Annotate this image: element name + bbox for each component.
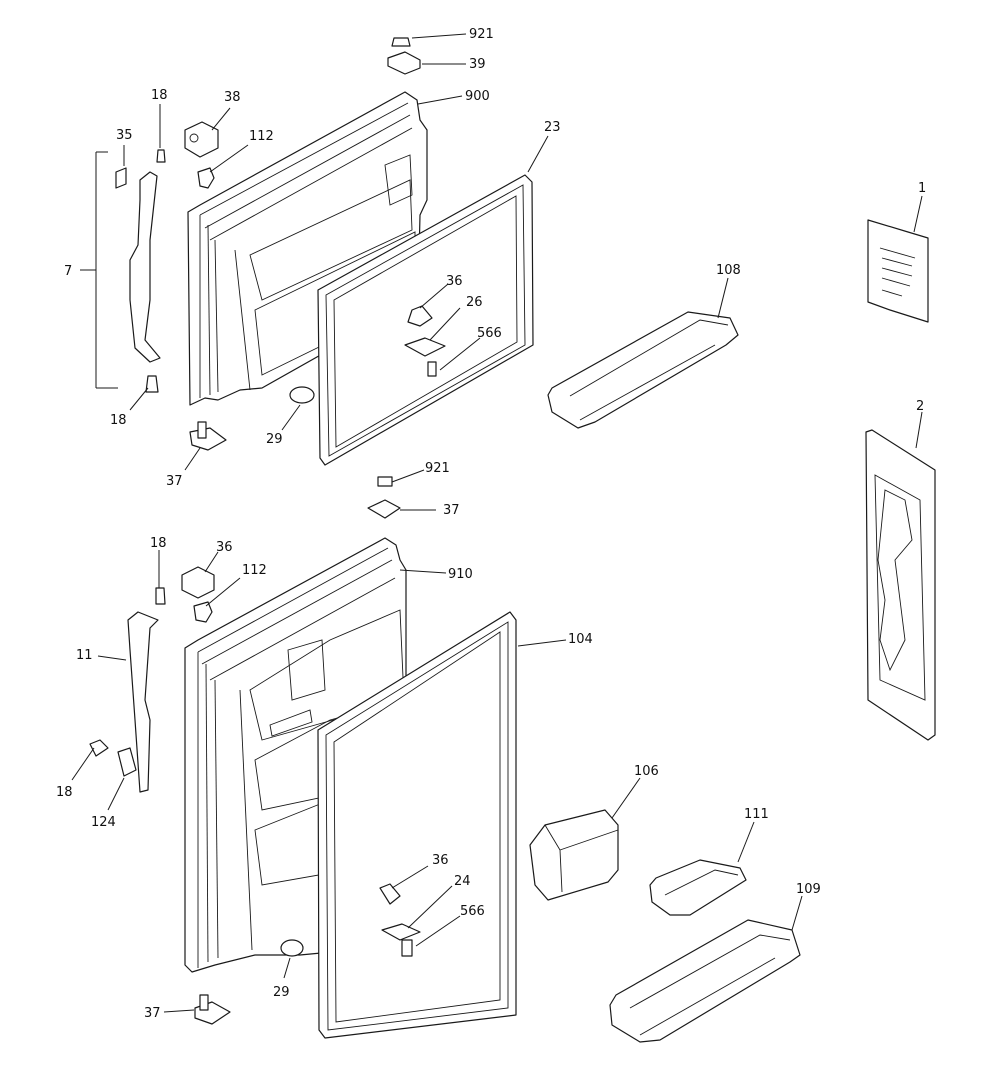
label-26: 26 [466,295,483,310]
label-11: 11 [76,648,93,663]
label-112-top: 112 [249,129,274,144]
fresh-food-hardware [89,476,421,1025]
label-29-top: 29 [266,432,283,447]
callout-labels: 921 39 900 38 18 112 35 23 7 1 108 36 26… [56,27,926,1021]
bin-111 [649,859,747,916]
label-109: 109 [796,882,821,897]
label-921-top: 921 [469,27,494,42]
label-23: 23 [544,120,561,135]
bin-108 [547,311,739,429]
manual-1 [867,219,929,323]
label-39: 39 [469,57,486,72]
label-24: 24 [454,874,471,889]
label-910: 910 [448,567,473,582]
label-18-a: 18 [151,88,168,103]
label-112-bottom: 112 [242,563,267,578]
label-111: 111 [744,807,769,822]
label-37-a: 37 [166,474,183,489]
label-18-c: 18 [150,536,167,551]
label-1: 1 [918,181,926,196]
label-7: 7 [64,264,72,279]
freezer-hardware [115,37,446,451]
label-36-top: 36 [446,274,463,289]
dairy-106 [529,809,619,901]
fresh-food-gasket [317,611,517,1039]
panel-2 [865,429,936,741]
label-566-top: 566 [477,326,502,341]
label-106: 106 [634,764,659,779]
label-37-c: 37 [144,1006,161,1021]
label-108: 108 [716,263,741,278]
label-921-bottom: 921 [425,461,450,476]
label-124: 124 [91,815,116,830]
bin-109 [609,919,801,1043]
label-38: 38 [224,90,241,105]
label-36-mid: 36 [216,540,233,555]
label-104: 104 [568,632,593,647]
label-2: 2 [916,399,924,414]
label-35: 35 [116,128,133,143]
label-37-b: 37 [443,503,460,518]
label-18-d: 18 [56,785,73,800]
leader-lines [71,33,923,1013]
label-29-bottom: 29 [273,985,290,1000]
label-900: 900 [465,89,490,104]
label-566-bottom: 566 [460,904,485,919]
label-36-bottom: 36 [432,853,449,868]
label-18-b: 18 [110,413,127,428]
